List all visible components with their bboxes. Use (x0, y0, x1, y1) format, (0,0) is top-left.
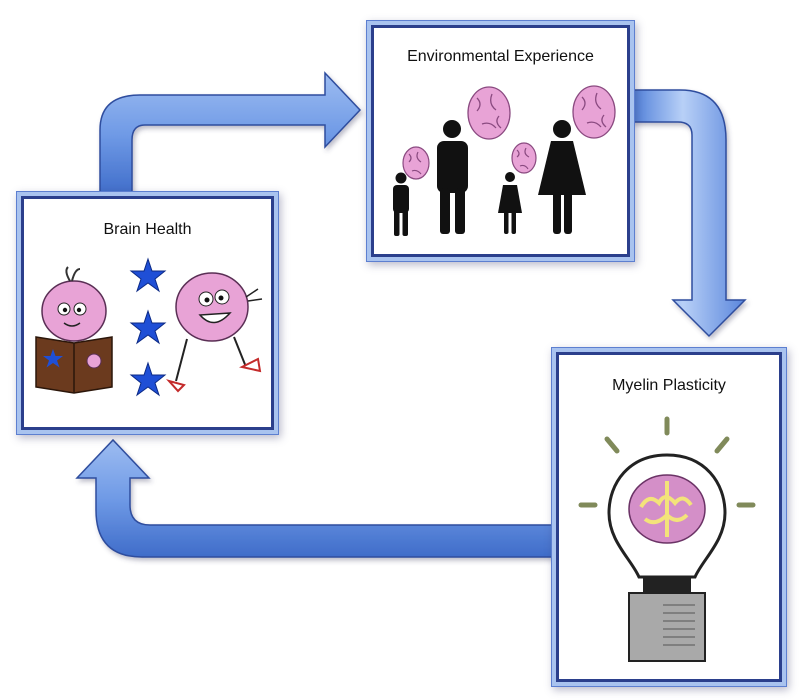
environmental-experience-title: Environmental Experience (407, 48, 594, 65)
star-icon (129, 309, 167, 345)
brain-health-illustration (35, 257, 263, 397)
person-silhouette-icon (437, 120, 468, 234)
brain-running-icon (166, 272, 263, 393)
brain-icon (467, 86, 511, 140)
lightbulb-brain-icon (578, 416, 756, 662)
person-silhouette-icon (498, 172, 522, 234)
arrow-environment-to-myelin (631, 89, 747, 338)
brain-health-title: Brain Health (103, 221, 192, 238)
star-icon (129, 257, 167, 293)
myelin-plasticity-panel: Myelin Plasticity (556, 352, 782, 682)
brain-reading-book-icon (35, 266, 113, 394)
brain-health-panel: Brain Health (21, 196, 274, 430)
environmental-experience-panel: Environmental Experience (371, 25, 630, 257)
myelin-illustration (578, 416, 756, 662)
brain-icon (572, 85, 616, 139)
environment-illustration (393, 85, 616, 236)
person-silhouette-icon (538, 120, 586, 234)
brain-icon (402, 146, 430, 180)
myelin-plasticity-title: Myelin Plasticity (612, 377, 726, 394)
arrow-brain-to-environment (99, 71, 362, 197)
arrow-myelin-to-brain (75, 438, 557, 558)
star-icon (129, 361, 167, 397)
person-silhouette-icon (393, 172, 409, 236)
brain-icon (511, 142, 537, 174)
